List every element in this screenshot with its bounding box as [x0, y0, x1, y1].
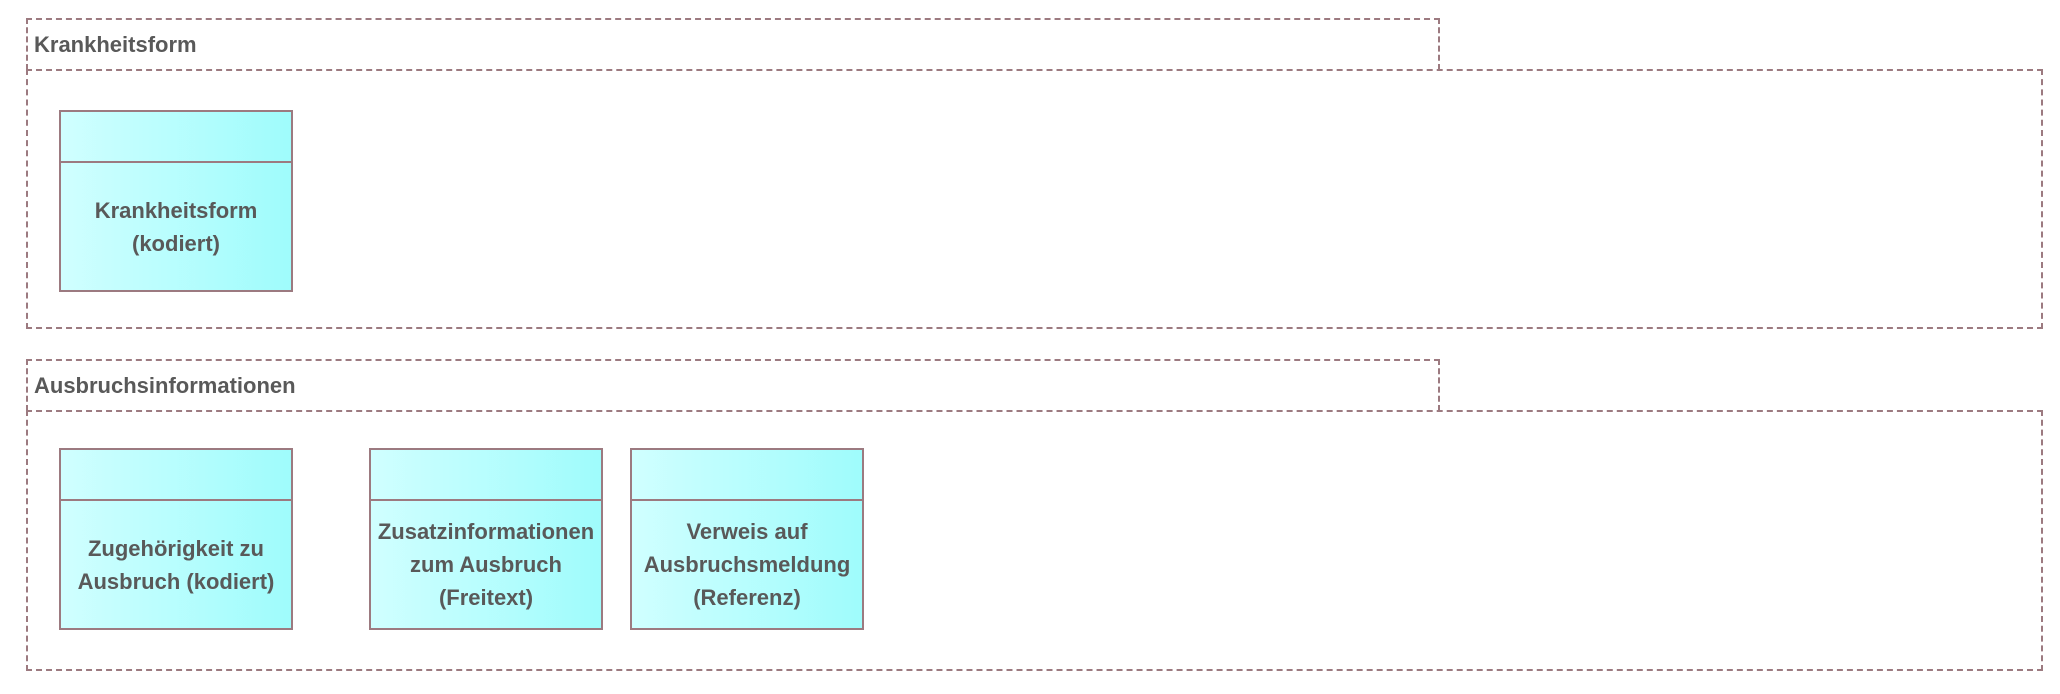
element-body: Zusatzinformationen zum Ausbruch (Freite… [371, 501, 601, 628]
element-header [632, 450, 862, 501]
group-krankheitsform: Krankheitsform Krankheitsform (kodiert) [0, 0, 2060, 340]
element-zusatzinformationen-ausbruch[interactable]: Zusatzinformationen zum Ausbruch (Freite… [369, 448, 603, 630]
group-title-tab: Krankheitsform [26, 18, 1440, 70]
element-verweis-ausbruchsmeldung[interactable]: Verweis auf Ausbruchsmeldung (Referenz) [630, 448, 864, 630]
element-label: Krankheitsform (kodiert) [94, 197, 258, 256]
element-body: Zugehörigkeit zu Ausbruch (kodiert) [61, 501, 291, 628]
element-label: Verweis auf Ausbruchsmeldung (Referenz) [643, 519, 851, 610]
group-frame [26, 69, 2043, 329]
group-title-tab: Ausbruchsinformationen [26, 359, 1440, 411]
element-label: Zusatzinformationen zum Ausbruch (Freite… [377, 519, 595, 610]
group-ausbruchsinformationen: Ausbruchsinformationen Zugehörigkeit zu … [0, 340, 2060, 694]
element-krankheitsform-kodiert[interactable]: Krankheitsform (kodiert) [59, 110, 293, 292]
group-title: Ausbruchsinformationen [34, 373, 296, 398]
element-zugehoerigkeit-ausbruch[interactable]: Zugehörigkeit zu Ausbruch (kodiert) [59, 448, 293, 630]
element-label: Zugehörigkeit zu Ausbruch (kodiert) [77, 535, 275, 594]
element-header [61, 450, 291, 501]
element-body: Verweis auf Ausbruchsmeldung (Referenz) [632, 501, 862, 628]
element-body: Krankheitsform (kodiert) [61, 163, 291, 290]
group-title: Krankheitsform [34, 32, 197, 57]
element-header [371, 450, 601, 501]
group-frame [26, 410, 2043, 671]
element-header [61, 112, 291, 163]
